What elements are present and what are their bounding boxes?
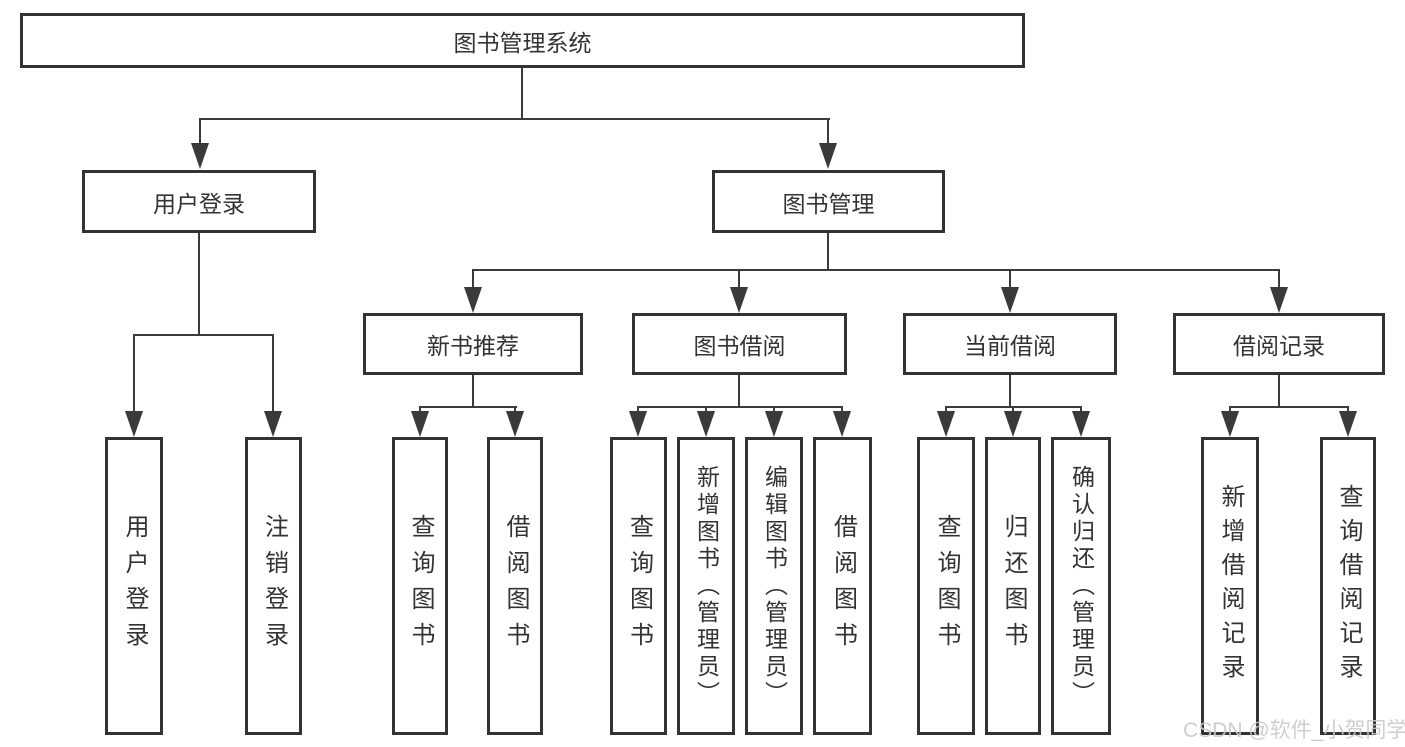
node-library-management-system: 图书管理系统: [20, 13, 1025, 68]
node-label: 当前借阅: [964, 333, 1056, 359]
node-label: 图书管理系统: [453, 29, 592, 56]
connector-line: [637, 406, 843, 408]
leaf-query-books-borrowing: 查询图书: [610, 437, 667, 735]
arrow-down-icon: [191, 143, 209, 169]
csdn-watermark: CSDN @软件_小贺同学: [1183, 719, 1405, 742]
node-book-management: 图书管理: [712, 170, 945, 233]
connector-line: [1278, 375, 1280, 408]
leaf-label: 用户登录: [121, 514, 148, 658]
arrow-down-icon: [819, 143, 837, 169]
connector-line: [133, 334, 135, 415]
leaf-label: 编辑图书（管理员）: [761, 464, 788, 708]
leaf-label: 查询借阅记录: [1335, 484, 1362, 688]
leaf-return-books: 归还图书: [985, 437, 1041, 735]
leaf-label: 借阅图书: [502, 514, 529, 658]
node-borrowing-records: 借阅记录: [1173, 313, 1385, 375]
arrow-down-icon: [264, 411, 282, 437]
arrow-down-icon: [1221, 411, 1239, 437]
connector-line: [419, 406, 517, 408]
connector-line: [133, 334, 274, 336]
connector-line: [1278, 269, 1280, 291]
leaf-edit-books-admin: 编辑图书（管理员）: [745, 437, 803, 735]
arrow-down-icon: [1339, 411, 1357, 437]
node-book-borrowing: 图书借阅: [632, 313, 847, 375]
node-label: 图书管理: [782, 190, 875, 217]
connector-line: [199, 118, 201, 148]
leaf-borrow-books-recommend: 借阅图书: [487, 437, 543, 735]
leaf-add-books-admin: 新增图书（管理员）: [677, 437, 735, 735]
arrow-down-icon: [506, 411, 524, 437]
connector-line: [738, 269, 740, 291]
node-label: 图书借阅: [693, 333, 786, 359]
arrow-down-icon: [937, 411, 955, 437]
arrow-down-icon: [697, 411, 715, 437]
connector-line: [738, 375, 740, 408]
connector-line: [827, 118, 829, 148]
arrow-down-icon: [765, 411, 783, 437]
leaf-logout: 注销登录: [245, 437, 302, 735]
leaf-label: 新增图书（管理员）: [693, 464, 720, 708]
arrow-down-icon: [833, 411, 851, 437]
arrow-down-icon: [1072, 411, 1090, 437]
leaf-label: 注销登录: [260, 514, 288, 658]
connector-line: [1009, 269, 1011, 291]
arrow-down-icon: [629, 411, 647, 437]
arrow-down-icon: [125, 411, 143, 437]
leaf-query-books-current: 查询图书: [917, 437, 975, 735]
leaf-label: 确认归还（管理员）: [1068, 464, 1095, 708]
connector-line: [1229, 406, 1349, 408]
leaf-confirm-return-admin: 确认归还（管理员）: [1051, 437, 1111, 735]
leaf-label: 查询图书: [625, 514, 653, 658]
leaf-query-borrow-record: 查询借阅记录: [1320, 437, 1376, 735]
leaf-label: 查询图书: [407, 514, 434, 658]
arrow-down-icon: [1270, 287, 1288, 313]
connector-line: [472, 269, 1280, 271]
arrow-down-icon: [730, 287, 748, 313]
connector-line: [472, 375, 474, 408]
leaf-borrow-books-borrowing: 借阅图书: [813, 437, 872, 735]
connector-line: [1009, 375, 1011, 408]
leaf-label: 借阅图书: [829, 514, 857, 658]
node-label: 借阅记录: [1233, 333, 1325, 359]
node-current-borrowing: 当前借阅: [903, 313, 1117, 375]
leaf-label: 新增借阅记录: [1217, 484, 1244, 688]
arrow-down-icon: [464, 287, 482, 313]
node-label: 新书推荐: [427, 333, 519, 359]
node-label: 用户登录: [153, 190, 245, 217]
arrow-down-icon: [411, 411, 429, 437]
leaf-label: 查询图书: [933, 514, 960, 658]
connector-line: [521, 68, 523, 120]
leaf-add-borrow-record: 新增借阅记录: [1201, 437, 1259, 735]
connector-line: [827, 233, 829, 271]
leaf-query-books-recommend: 查询图书: [392, 437, 448, 735]
connector-line: [198, 233, 200, 336]
connector-line: [199, 118, 830, 120]
connector-line: [472, 269, 474, 291]
arrow-down-icon: [1004, 411, 1022, 437]
leaf-user-login: 用户登录: [105, 437, 163, 735]
connector-line: [272, 334, 274, 415]
node-new-book-recommend: 新书推荐: [363, 313, 583, 375]
arrow-down-icon: [1001, 287, 1019, 313]
leaf-label: 归还图书: [1000, 514, 1027, 658]
node-user-login: 用户登录: [82, 170, 316, 233]
